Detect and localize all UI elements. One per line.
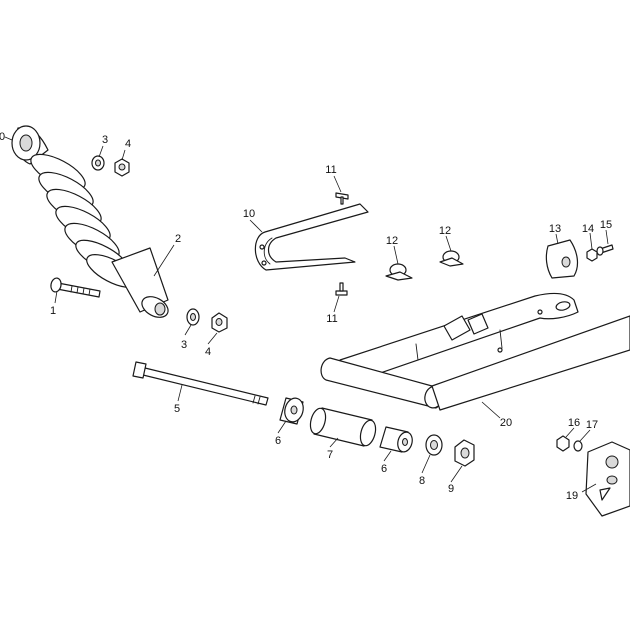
washer-3-bottom [186, 308, 200, 326]
nut-9 [454, 439, 475, 467]
callout-3-bottom: 3 [181, 339, 187, 351]
callout-7: 7 [327, 449, 333, 461]
spacer-tube-7 [309, 407, 377, 447]
shock-absorber [11, 125, 169, 318]
callout-11-top: 11 [325, 164, 336, 176]
callout-6-left: 6 [275, 435, 281, 447]
callout-13: 13 [549, 223, 561, 235]
callout-19: 19 [566, 490, 578, 502]
cover-13 [545, 239, 579, 279]
callout-9: 9 [448, 483, 454, 495]
callout-14: 14 [582, 223, 594, 235]
leader-lines [4, 136, 609, 493]
callout-0: 0 [0, 131, 5, 143]
callout-1: 1 [50, 305, 56, 317]
nut-4-bottom [211, 312, 228, 333]
pivot-axle [132, 361, 269, 406]
bushing-6-right [379, 426, 413, 453]
screw-11-top [335, 192, 349, 205]
callouts: 0 1 2 3 4 3 4 5 6 7 6 8 9 10 11 11 12 12… [0, 131, 612, 502]
nut-4-top [114, 158, 130, 177]
swingarm [320, 292, 630, 411]
callout-4-bottom: 4 [205, 346, 211, 358]
callout-20: 20 [500, 417, 512, 429]
washer-17 [573, 440, 583, 452]
washer-3-top [91, 155, 105, 171]
bolt-1 [50, 277, 101, 298]
nut-14 [586, 248, 598, 262]
callout-12-right: 12 [439, 225, 451, 237]
callout-10: 10 [243, 208, 255, 220]
callout-12-left: 12 [386, 235, 398, 247]
bolt-15 [596, 244, 614, 256]
nut-16 [556, 435, 570, 452]
callout-5: 5 [174, 403, 180, 415]
callout-4-top: 4 [125, 138, 131, 150]
callout-6-right: 6 [381, 463, 387, 475]
callout-3-top: 3 [102, 134, 108, 146]
clamp-12-right [439, 250, 464, 267]
screw-11-bottom [335, 282, 348, 296]
clamp-12-left [385, 263, 413, 281]
callout-8: 8 [419, 475, 425, 487]
chain-guide [585, 441, 630, 517]
washer-8 [425, 434, 443, 456]
bushing-6-left [279, 397, 304, 425]
callout-16: 16 [568, 417, 580, 429]
chain-slider [254, 203, 369, 271]
callout-11-bottom: 11 [326, 313, 337, 325]
callout-17: 17 [586, 419, 598, 431]
callout-2: 2 [175, 233, 181, 245]
callout-15: 15 [600, 219, 612, 231]
